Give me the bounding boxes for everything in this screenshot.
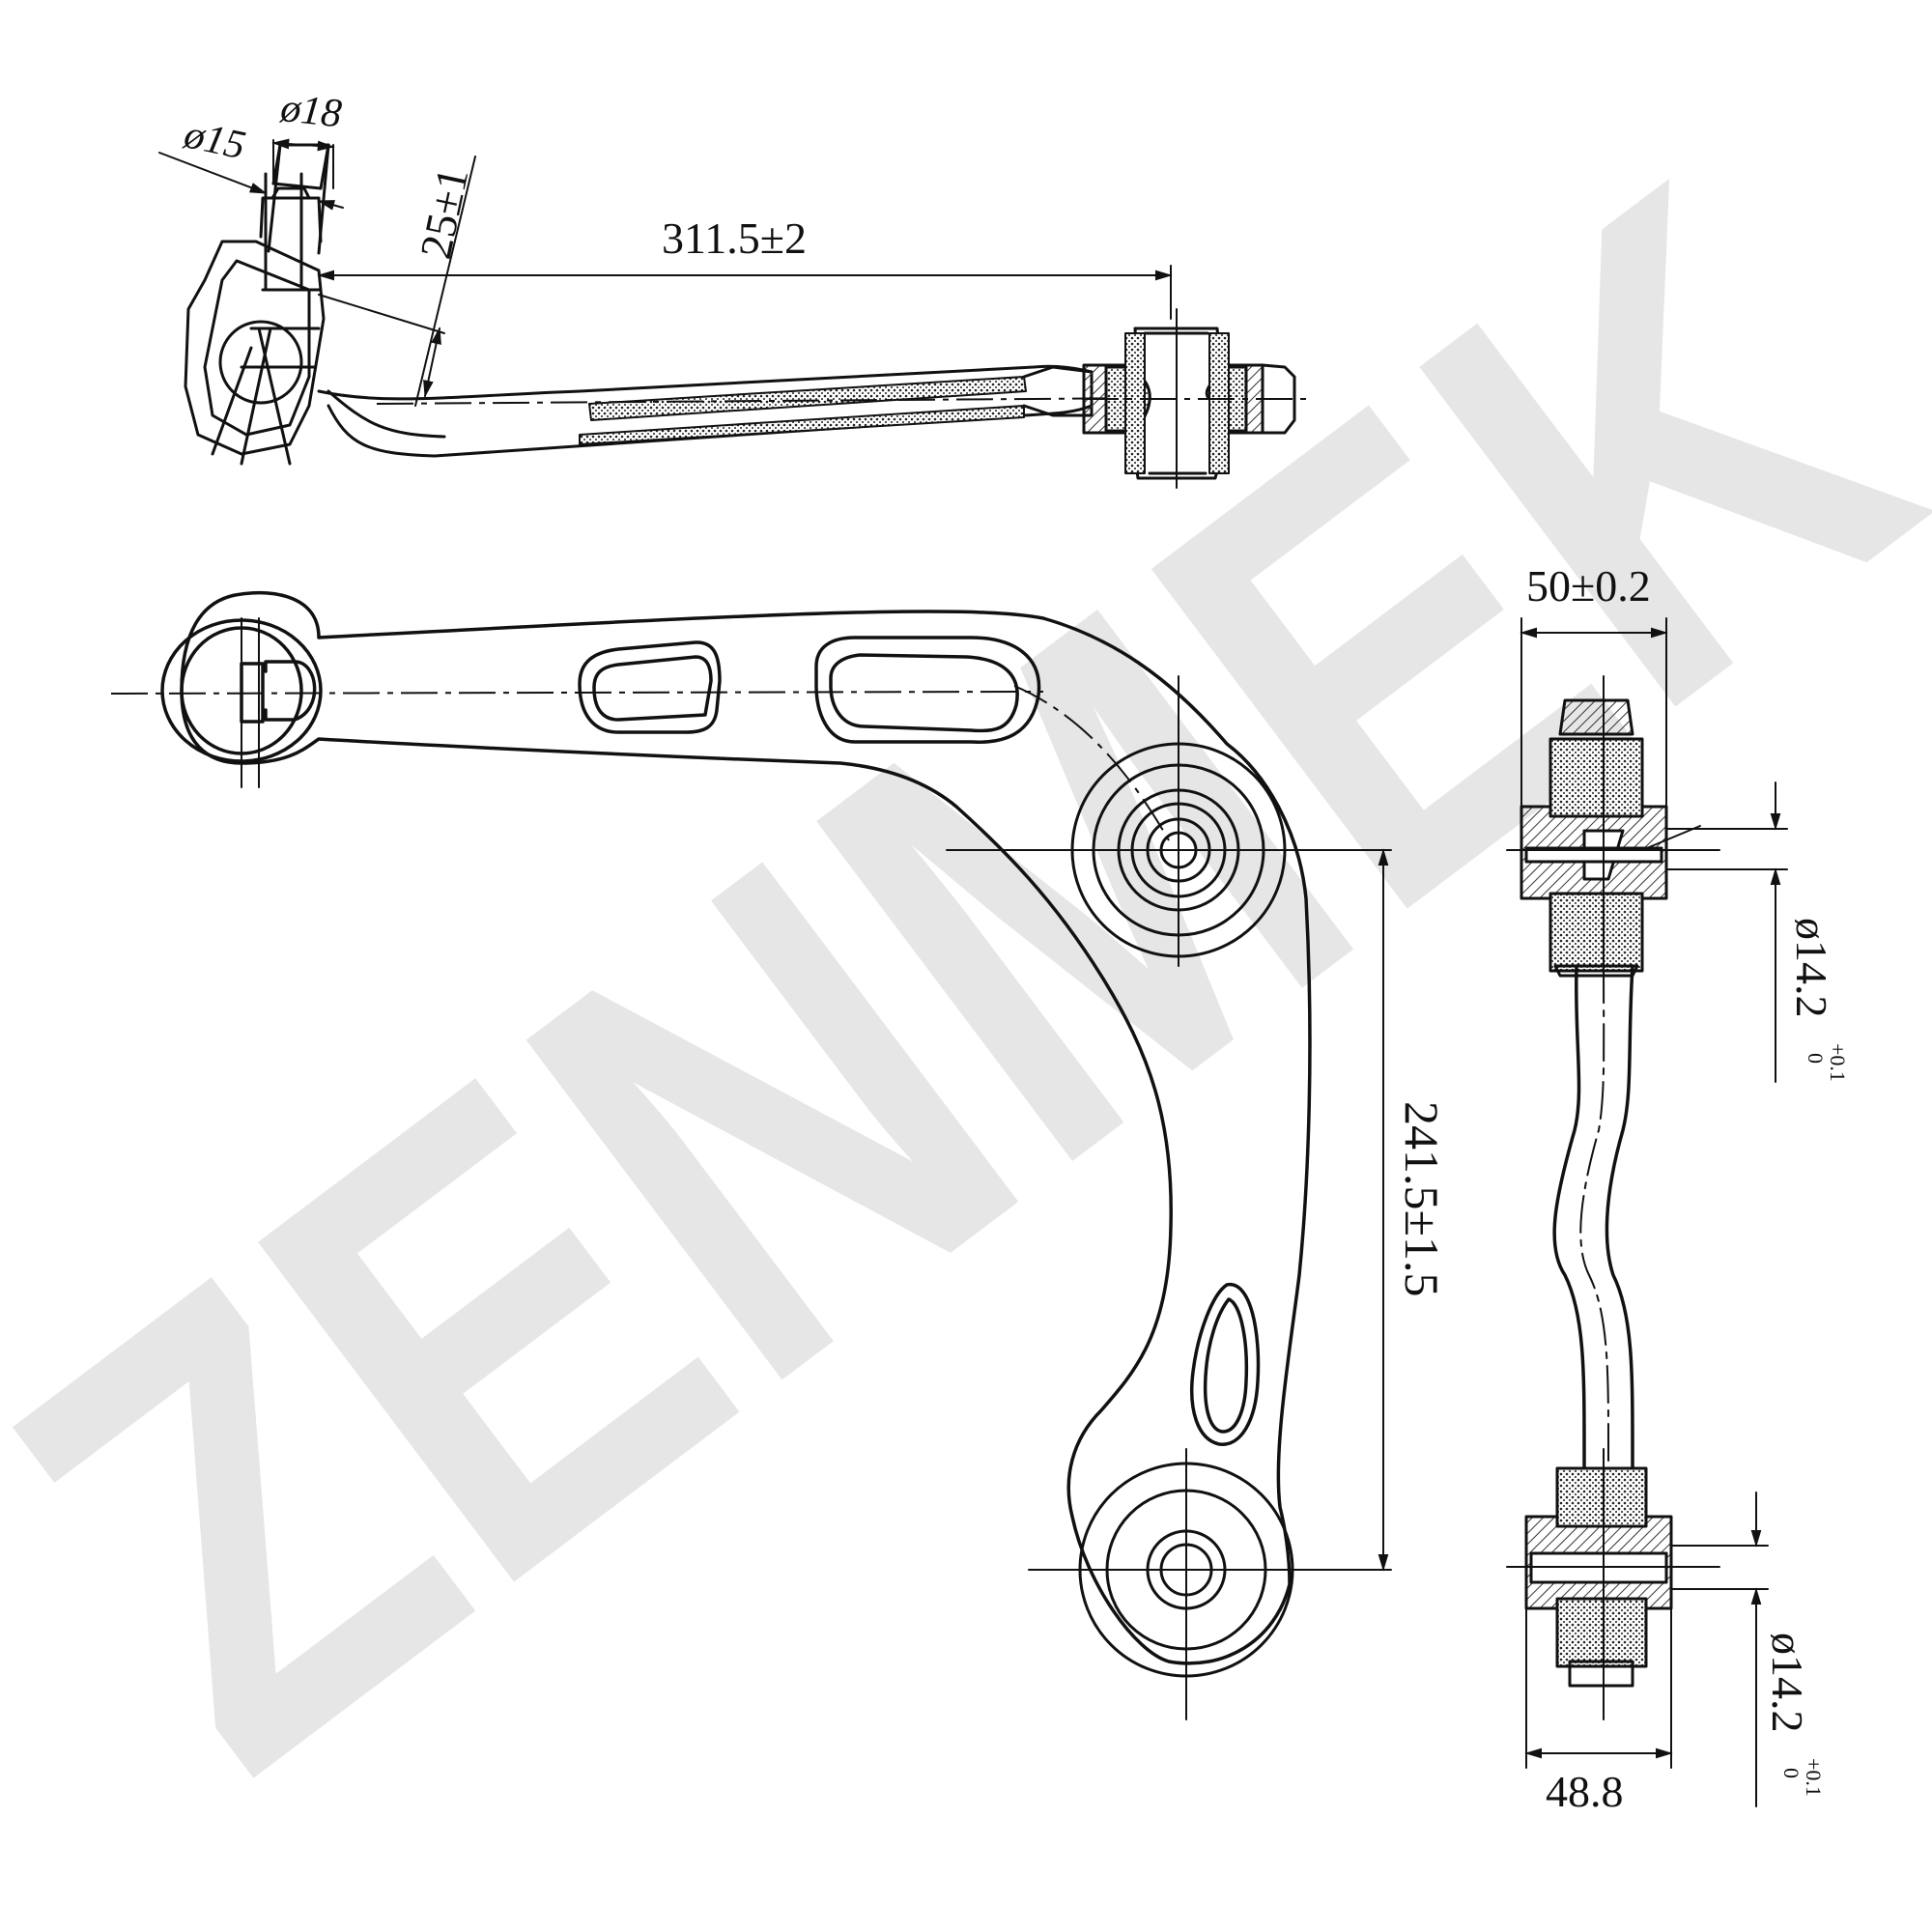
side-upper-bushing bbox=[1520, 698, 1668, 978]
dim-bushing-bore-lower: ø14.2 +0.1 0 bbox=[1670, 1492, 1826, 1807]
label-bushing-bore-lower-upper-tol: +0.1 bbox=[1802, 1758, 1826, 1797]
side-upper-centerline bbox=[1506, 675, 1720, 977]
label-bushing-bore-lower-lower-tol: 0 bbox=[1779, 1768, 1804, 1778]
label-bushing-bore-lower-base: ø14.2 bbox=[1763, 1633, 1812, 1733]
label-bushing-bore-upper-lower-tol: 0 bbox=[1804, 1053, 1828, 1064]
plan-centerlines bbox=[110, 617, 1392, 1720]
top-view: ø15 ø18 25±1 311.5±2 bbox=[158, 86, 1314, 489]
label-bushing-bore-upper-base: ø14.2 bbox=[1787, 918, 1836, 1018]
label-pivot-spacing: 241.5±1.5 bbox=[1395, 1101, 1449, 1296]
side-lower-centerline bbox=[1506, 1448, 1720, 1720]
label-rear-bushing-width: 50±0.2 bbox=[1526, 561, 1651, 611]
label-ball-stud-outer: ø18 bbox=[277, 86, 343, 136]
label-ball-stud-inner: ø15 bbox=[180, 112, 249, 168]
dim-pivot-spacing: 241.5±1.5 bbox=[1378, 848, 1449, 1572]
label-front-bushing-width: 48.8 bbox=[1546, 1767, 1624, 1816]
label-length: 311.5±2 bbox=[662, 213, 807, 263]
label-bushing-bore-upper-upper-tol: +0.1 bbox=[1826, 1043, 1850, 1082]
dim-stud-offset: 25±1 bbox=[318, 156, 477, 407]
dim-front-bushing-width: 48.8 bbox=[1524, 1607, 1673, 1816]
dim-bushing-bore-upper: ø14.2 +0.1 0 bbox=[1641, 781, 1850, 1083]
dim-length: 311.5±2 bbox=[317, 213, 1173, 320]
dim-rear-bushing-width: 50±0.2 bbox=[1520, 561, 1668, 808]
top-centerline bbox=[376, 397, 1160, 405]
arm-top-body bbox=[317, 364, 1094, 458]
side-arm bbox=[1552, 964, 1634, 1480]
side-view: 50±0.2 48.8 ø14.2 +0.1 0 bbox=[1506, 561, 1850, 1816]
arm-plan-body bbox=[160, 590, 1312, 1665]
label-stud-offset: 25±1 bbox=[411, 163, 477, 263]
ball-joint bbox=[184, 172, 326, 466]
side-lower-bushing bbox=[1524, 1466, 1673, 1688]
plan-view: 241.5±1.5 bbox=[110, 590, 1449, 1720]
dim-ball-stud-outer: ø18 bbox=[271, 86, 344, 189]
